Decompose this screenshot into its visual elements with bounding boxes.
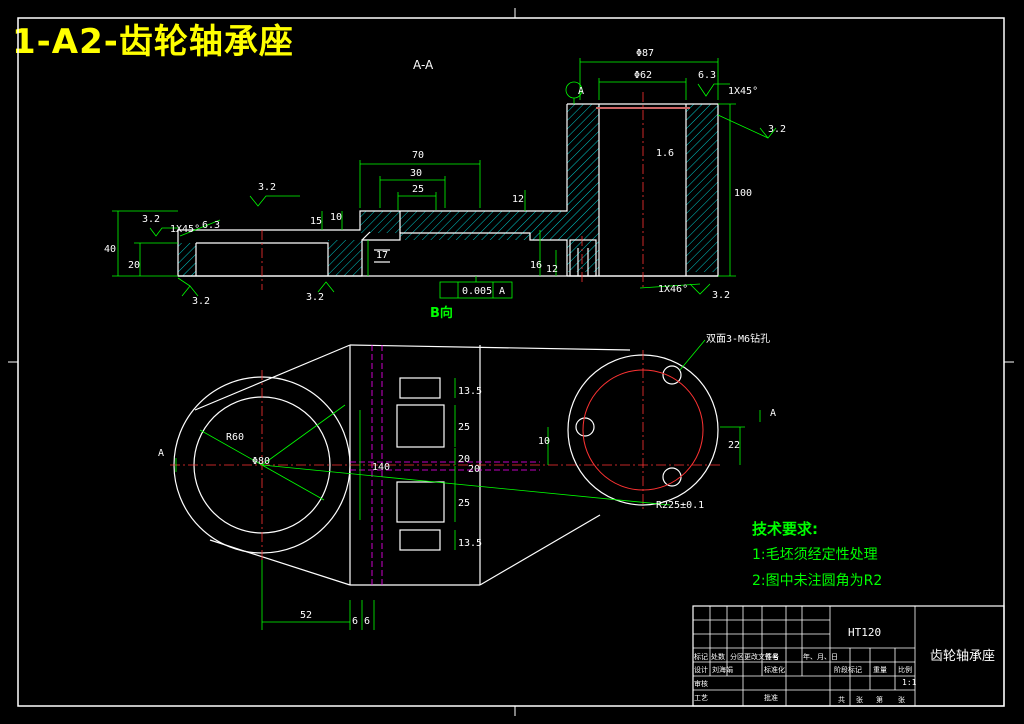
tb-process: 工艺 bbox=[694, 694, 708, 702]
section-mark-left: A bbox=[158, 448, 164, 459]
dim-d62: Φ62 bbox=[634, 70, 652, 81]
dim-d80: Φ80 bbox=[252, 456, 270, 467]
dim-25: 25 bbox=[412, 184, 424, 195]
dim-chamfer-top: 1X45° bbox=[728, 86, 758, 97]
callout-holes: 双面3-M6钻孔 bbox=[706, 332, 770, 345]
dim-70: 70 bbox=[412, 150, 424, 161]
dim-h40: 40 bbox=[104, 244, 116, 255]
tb-design: 设计 bbox=[694, 665, 708, 674]
section-label: A-A bbox=[413, 58, 434, 72]
datum-b: A bbox=[499, 286, 505, 297]
tb-sheet-a: 张 bbox=[856, 695, 863, 704]
tb-weight: 重量 bbox=[873, 666, 887, 674]
tb-header-count: 处数 bbox=[711, 652, 725, 661]
dim-25b: 25 bbox=[458, 498, 470, 509]
dim-6b: 6 bbox=[364, 616, 370, 627]
tb-stage: 阶段标记 bbox=[834, 665, 862, 674]
frame bbox=[8, 8, 1014, 716]
title-block: 标记 处数 分区 更改文件号 签名 年、月、日 设计 刘海娟 标准化 阶段标记 … bbox=[692, 605, 1005, 707]
dim-6a: 6 bbox=[352, 616, 358, 627]
dim-17: 17 bbox=[376, 250, 388, 261]
tb-header-sign: 签名 bbox=[765, 652, 779, 661]
dim-12b: 12 bbox=[546, 264, 558, 275]
tb-total: 共 bbox=[838, 695, 845, 704]
tb-header-zone: 分区 bbox=[730, 652, 744, 661]
dim-20b: 20 bbox=[468, 464, 480, 475]
requirement-item: 1:毛坯须经定性处理 bbox=[752, 547, 878, 563]
dim-16: 16 bbox=[530, 260, 542, 271]
dim-r32e: 3.2 bbox=[306, 292, 324, 303]
datum-a-symbol: A bbox=[578, 86, 584, 97]
dim-16-rough: 1.6 bbox=[656, 148, 674, 159]
dim-chamfer-bot: 1X46° bbox=[658, 284, 688, 295]
dim-r32a: 3.2 bbox=[768, 124, 786, 135]
tb-material: HT120 bbox=[848, 626, 881, 639]
callout-radius: R225±0.1 bbox=[656, 500, 704, 511]
dim-30: 30 bbox=[410, 168, 422, 179]
dim-r32c: 3.2 bbox=[142, 214, 160, 225]
requirements-heading: 技术要求: bbox=[752, 520, 818, 538]
dim-20a: 20 bbox=[458, 454, 470, 465]
tb-designer: 刘海娟 bbox=[712, 665, 733, 674]
dim-10: 10 bbox=[330, 212, 342, 223]
tb-standard: 标准化 bbox=[764, 665, 785, 674]
dim-r60: R60 bbox=[226, 432, 244, 443]
dim-100: 100 bbox=[734, 188, 752, 199]
dim-135a: 13.5 bbox=[458, 386, 482, 397]
dim-r32f: 3.2 bbox=[712, 290, 730, 301]
drawing-title: 1-A2-齿轮轴承座 bbox=[12, 22, 294, 62]
dim-r63b: 6.3 bbox=[202, 220, 220, 231]
tb-scale-label: 比例 bbox=[898, 665, 912, 674]
tb-header-file: 更改文件号 bbox=[744, 652, 779, 661]
dim-tolerance: 0.005 bbox=[462, 286, 492, 297]
dim-25a: 25 bbox=[458, 422, 470, 433]
section-mark-right: A bbox=[770, 408, 776, 419]
tb-sheet-b: 张 bbox=[898, 695, 905, 704]
dim-h20: 20 bbox=[128, 260, 140, 271]
tb-sheet-no: 第 bbox=[876, 695, 883, 704]
view-label: B向 bbox=[430, 306, 453, 321]
dim-r32b: 3.2 bbox=[258, 182, 276, 193]
dim-10-plan: 10 bbox=[538, 436, 550, 447]
dim-135b: 13.5 bbox=[458, 538, 482, 549]
dim-15: 15 bbox=[310, 216, 322, 227]
dim-r32d: 3.2 bbox=[192, 296, 210, 307]
dim-chamfer-left: 1X45° bbox=[170, 224, 200, 235]
dim-12a: 12 bbox=[512, 194, 524, 205]
dim-140: 140 bbox=[372, 462, 390, 473]
tb-part-name: 齿轮轴承座 bbox=[930, 649, 995, 664]
requirement-item: 2:图中未注圆角为R2 bbox=[752, 573, 883, 589]
tb-header-date: 年、月、日 bbox=[803, 652, 838, 661]
tb-review: 审核 bbox=[694, 679, 708, 688]
plan-view: R60 Φ80 A A 13.5 25 20 20 25 13.5 140 10… bbox=[158, 332, 776, 630]
dim-52: 52 bbox=[300, 610, 312, 621]
tb-scale: 1:1 bbox=[902, 678, 917, 687]
section-view: Φ87 Φ62 6.3 1X45° 3.2 3.2 3.2 3.2 3.2 A … bbox=[104, 48, 786, 307]
dim-22: 22 bbox=[728, 440, 740, 451]
dim-63: 6.3 bbox=[698, 70, 716, 81]
dim-d87: Φ87 bbox=[636, 48, 654, 59]
tb-approve: 批准 bbox=[764, 693, 778, 702]
tb-header-mark: 标记 bbox=[694, 652, 708, 661]
